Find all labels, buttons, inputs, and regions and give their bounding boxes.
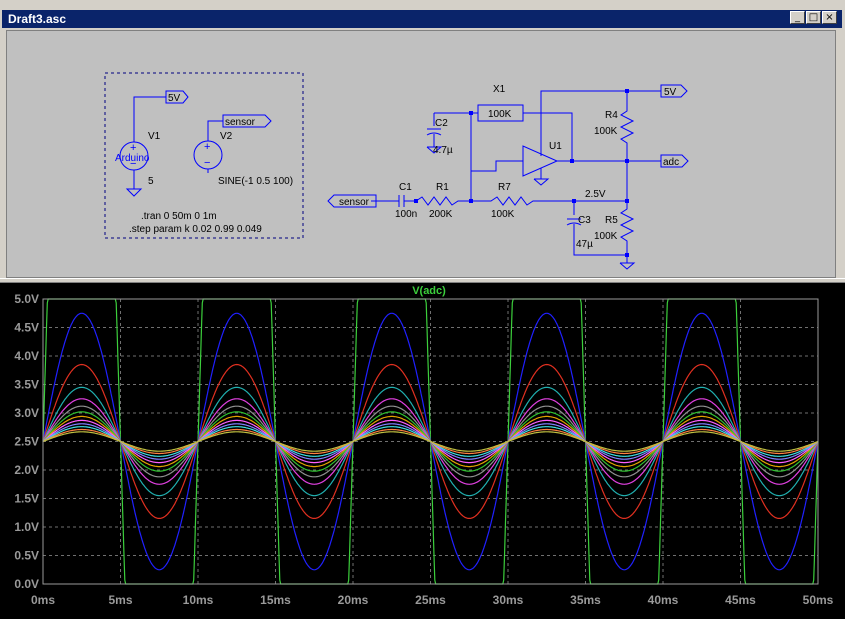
svg-text:+: + <box>130 142 136 154</box>
waveform-plot: V(adc) 0.0V 0.5V 1.0V 1.5V 2.0V 2.5V 3.0V 3.5V 4… <box>14 285 834 607</box>
window-titlebar[interactable]: Draft3.asc _ □ × <box>2 10 842 28</box>
y-tick-label: 1.5V <box>14 492 39 506</box>
y-tick-label: 0.5V <box>14 549 39 563</box>
x-tick-label: 20ms <box>338 593 369 607</box>
x-tick-label: 50ms <box>803 593 834 607</box>
schematic-canvas[interactable]: + − Arduino V1 5 5V + − V2 SINE(-1 0.5 1… <box>6 30 836 278</box>
net-5v-flag[interactable]: 5V <box>165 90 189 104</box>
circuit-junctions <box>414 89 629 257</box>
svg-text:sensor: sensor <box>225 117 256 128</box>
svg-text:5V: 5V <box>168 93 181 104</box>
c1-value: 100n <box>395 209 417 220</box>
y-tick-label: 3.0V <box>14 406 39 420</box>
c3-value: 47µ <box>576 239 593 250</box>
x-tick-label: 25ms <box>415 593 446 607</box>
minimize-button[interactable]: _ <box>790 11 805 24</box>
waveform-viewer[interactable]: V(adc) 0.0V 0.5V 1.0V 1.5V 2.0V 2.5V 3.0V 3.5V 4… <box>0 283 845 619</box>
svg-text:5V: 5V <box>664 87 677 98</box>
svg-text:−: − <box>130 158 136 170</box>
directive-box <box>104 72 304 239</box>
y-tick-label: 2.0V <box>14 463 39 477</box>
v2-name: V2 <box>220 131 233 142</box>
pane-splitter[interactable] <box>0 278 845 283</box>
y-tick-label: 3.5V <box>14 378 39 392</box>
v2-value: SINE(-1 0.5 100) <box>218 176 293 187</box>
trace-line[interactable] <box>42 431 819 452</box>
close-button[interactable]: × <box>822 11 837 24</box>
y-tick-label: 4.5V <box>14 321 39 335</box>
v1-label: Arduino <box>115 153 150 164</box>
tran-directive: .tran 0 50m 0 1m <box>141 211 217 222</box>
r1-name: R1 <box>436 182 449 193</box>
x-tick-label: 45ms <box>725 593 756 607</box>
c2-name: C2 <box>435 118 448 129</box>
node-2v5-label: 2.5V <box>585 189 606 200</box>
y-tick-label: 1.0V <box>14 520 39 534</box>
x-tick-label: 15ms <box>260 593 291 607</box>
v1-name: V1 <box>148 131 161 142</box>
y-tick-label: 5.0V <box>14 292 39 306</box>
y-tick-label: 2.5V <box>14 435 39 449</box>
net-5v-flag-right[interactable]: 5V <box>660 84 688 98</box>
r7-name: R7 <box>498 182 511 193</box>
u1-name: U1 <box>549 141 562 152</box>
x1-name: X1 <box>493 84 506 95</box>
x-tick-label: 30ms <box>493 593 524 607</box>
v2-source[interactable]: + − <box>193 120 223 173</box>
x-tick-label: 10ms <box>183 593 214 607</box>
y-tick-label: 4.0V <box>14 349 39 363</box>
r5-name: R5 <box>605 215 618 226</box>
v1-source[interactable]: + − <box>119 96 166 197</box>
r1-value: 200K <box>429 209 453 220</box>
svg-text:adc: adc <box>663 157 679 168</box>
svg-text:−: − <box>204 157 210 169</box>
v1-value: 5 <box>148 176 154 187</box>
step-directive: .step param k 0.02 0.99 0.049 <box>129 224 262 235</box>
circuit-wires <box>371 90 661 270</box>
trace-title[interactable]: V(adc) <box>412 285 446 297</box>
x-tick-label: 35ms <box>570 593 601 607</box>
r5-value: 100K <box>594 231 618 242</box>
r4-value: 100K <box>594 126 618 137</box>
svg-text:+: + <box>204 141 210 153</box>
net-adc-flag[interactable]: adc <box>660 154 689 168</box>
plot-frame <box>42 298 819 585</box>
c2-value: 4.7µ <box>433 145 453 156</box>
x-tick-label: 40ms <box>648 593 679 607</box>
y-tick-label: 0.0V <box>14 577 39 591</box>
r7-value: 100K <box>491 209 515 220</box>
schematic-drawing: + − Arduino V1 5 5V + − V2 SINE(-1 0.5 1… <box>104 72 689 270</box>
x1-value: 100K <box>488 109 512 120</box>
x-tick-label: 0ms <box>31 593 55 607</box>
maximize-button[interactable]: □ <box>806 11 821 24</box>
svg-text:sensor: sensor <box>339 197 370 208</box>
net-sensor-flag-left[interactable]: sensor <box>222 114 272 128</box>
net-sensor-flag-right[interactable]: sensor <box>327 194 377 208</box>
x-tick-label: 5ms <box>108 593 132 607</box>
c1-name: C1 <box>399 182 412 193</box>
c3-name: C3 <box>578 215 591 226</box>
window-title: Draft3.asc <box>8 12 67 26</box>
r4-name: R4 <box>605 110 618 121</box>
